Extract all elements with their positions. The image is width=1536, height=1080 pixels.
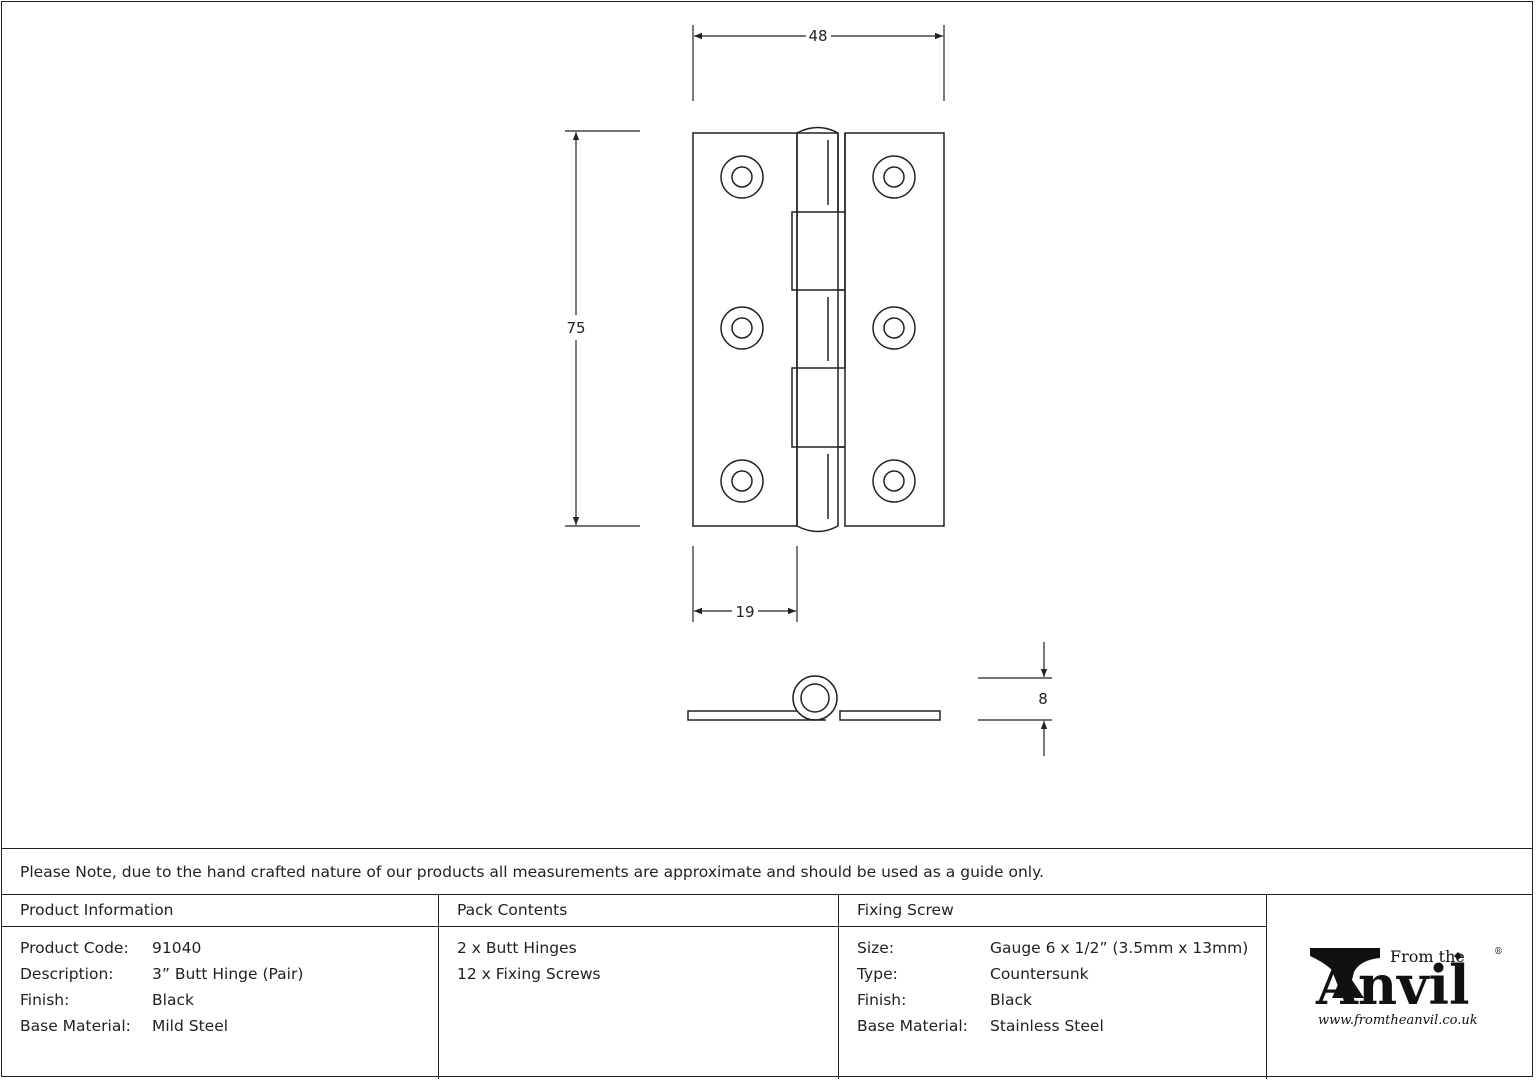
pack-contents-column: Pack Contents 2 x Butt Hinges 12 x Fixin… <box>439 895 839 1079</box>
info-table: Product Information Product Code: 91040 … <box>2 894 1533 1079</box>
diamond-icon <box>1454 952 1462 960</box>
technical-drawing: 48 75 19 8 <box>565 25 1052 756</box>
dimension-leaf <box>692 546 798 622</box>
screw-type-value: Countersunk <box>990 965 1089 983</box>
dimension-height <box>565 130 640 527</box>
logo-from-the: From the <box>1390 947 1465 966</box>
fixing-screw-heading: Fixing Screw <box>839 895 1266 927</box>
screw-finish-value: Black <box>990 991 1032 1009</box>
dimension-knuckle-label: 8 <box>1038 690 1048 708</box>
description-value: 3” Butt Hinge (Pair) <box>152 965 304 983</box>
screw-material-label: Base Material: <box>857 1017 968 1035</box>
from-the-anvil-logo: From the ® Anvil www.fromtheanvil.co.uk <box>1310 947 1503 1028</box>
description-label: Description: <box>20 965 114 983</box>
pack-contents-heading: Pack Contents <box>439 895 838 927</box>
finish-label: Finish: <box>20 991 70 1009</box>
finish-value: Black <box>152 991 194 1009</box>
base-material-value: Mild Steel <box>152 1017 229 1035</box>
pack-item-text: 2 x Butt Hinges <box>457 939 577 957</box>
hinge-side-view <box>687 675 941 721</box>
product-code-value: 91040 <box>152 939 202 957</box>
screw-material-value: Stainless Steel <box>990 1017 1104 1035</box>
product-info-column: Product Information Product Code: 91040 … <box>2 895 439 1079</box>
base-material-label: Base Material: <box>20 1017 131 1035</box>
dimension-leaf-label: 19 <box>735 603 754 621</box>
screw-finish-label: Finish: <box>857 991 907 1009</box>
screw-size-value: Gauge 6 x 1/2” (3.5mm x 13mm) <box>990 939 1249 957</box>
screw-holes <box>720 155 916 503</box>
dimension-width-label: 48 <box>808 27 827 45</box>
logo-registered: ® <box>1494 947 1503 957</box>
product-info-heading: Product Information <box>2 895 438 927</box>
product-code-label: Product Code: <box>20 939 129 957</box>
fixing-screw-column: Fixing Screw Size: Gauge 6 x 1/2” (3.5mm… <box>839 895 1267 1079</box>
logo-brand: Anvil <box>1315 953 1470 1017</box>
screw-size-label: Size: <box>857 939 895 957</box>
dimension-height-label: 75 <box>566 319 585 337</box>
disclaimer-note: Please Note, due to the hand crafted nat… <box>2 848 1533 894</box>
anvil-icon <box>1310 948 1380 998</box>
hinge-front-view <box>692 126 945 533</box>
dimension-knuckle <box>978 642 1052 756</box>
screw-type-label: Type: <box>857 965 898 983</box>
logo-url: www.fromtheanvil.co.uk <box>1318 1013 1478 1028</box>
pack-item-text: 12 x Fixing Screws <box>457 965 601 983</box>
dimension-width <box>692 25 945 101</box>
